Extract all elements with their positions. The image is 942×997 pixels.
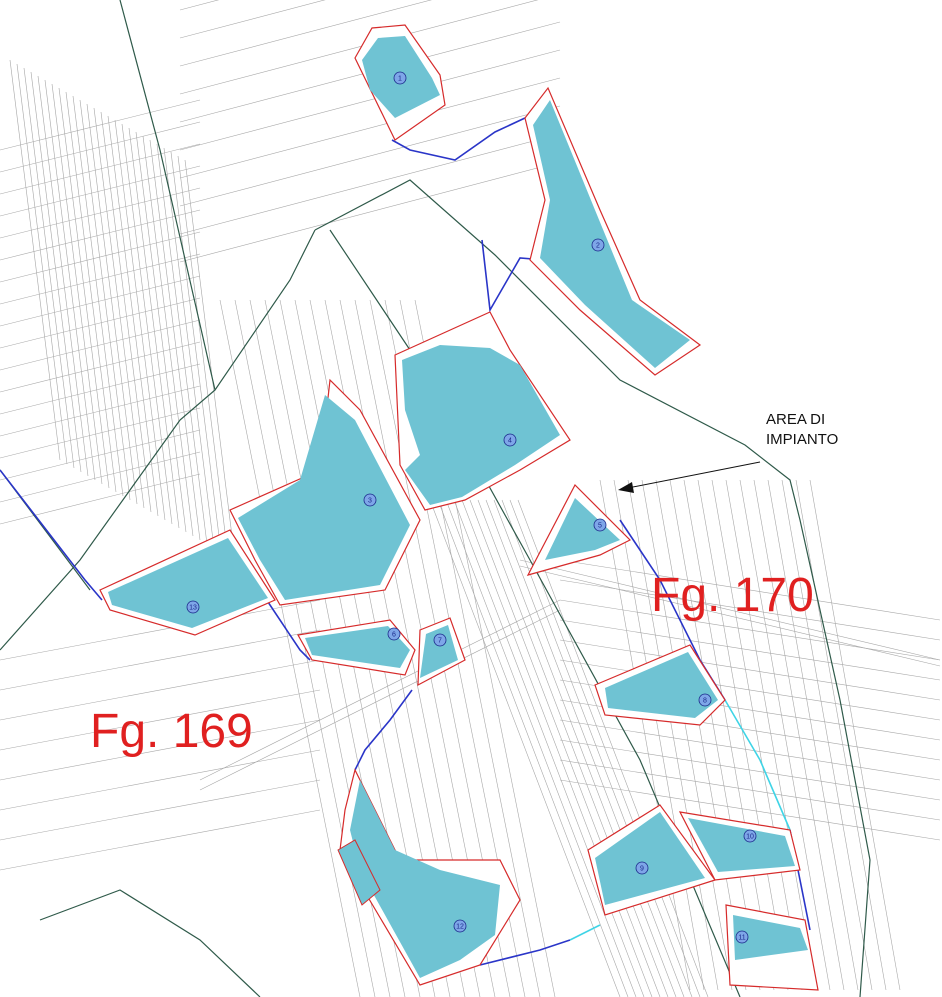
plot-marker-3 — [363, 493, 377, 507]
sheet-label-169: Fg. 169 — [90, 705, 253, 758]
plot-number-9: 9 — [640, 866, 644, 873]
plot-marker-6 — [387, 627, 401, 641]
plot-number-5: 5 — [598, 523, 602, 530]
plot-marker-1 — [393, 71, 407, 85]
plot-marker-11 — [735, 930, 749, 944]
plot-number-10: 10 — [746, 834, 754, 841]
sheet-label-170: Fg. 170 — [651, 569, 814, 622]
plot-number-12: 12 — [456, 924, 464, 931]
area-annotation-line2: IMPIANTO — [766, 431, 839, 448]
plot-marker-8 — [698, 693, 712, 707]
plot-number-7: 7 — [438, 638, 442, 645]
plot-marker-10 — [743, 829, 757, 843]
plot-number-6: 6 — [392, 632, 396, 639]
plot-marker-7 — [433, 633, 447, 647]
plot-marker-5 — [593, 518, 607, 532]
plot-marker-12 — [453, 919, 467, 933]
plot-number-1: 1 — [398, 76, 402, 83]
area-annotation-line1: AREA DI — [766, 411, 826, 428]
plot-number-4: 4 — [508, 438, 512, 445]
plot-number-11: 11 — [738, 935, 745, 942]
plot-number-8: 8 — [703, 698, 707, 705]
plot-marker-13 — [186, 600, 200, 614]
plot-marker-9 — [635, 861, 649, 875]
plot-number-13: 13 — [189, 605, 197, 612]
plot-marker-4 — [503, 433, 517, 447]
arrow-icon — [618, 461, 761, 493]
plot-number-2: 2 — [596, 243, 600, 250]
plot-marker-2 — [591, 238, 605, 252]
area-annotation: AREA DI IMPIANTO — [766, 410, 838, 450]
plant-areas — [99, 24, 819, 991]
plot-number-3: 3 — [368, 498, 372, 505]
